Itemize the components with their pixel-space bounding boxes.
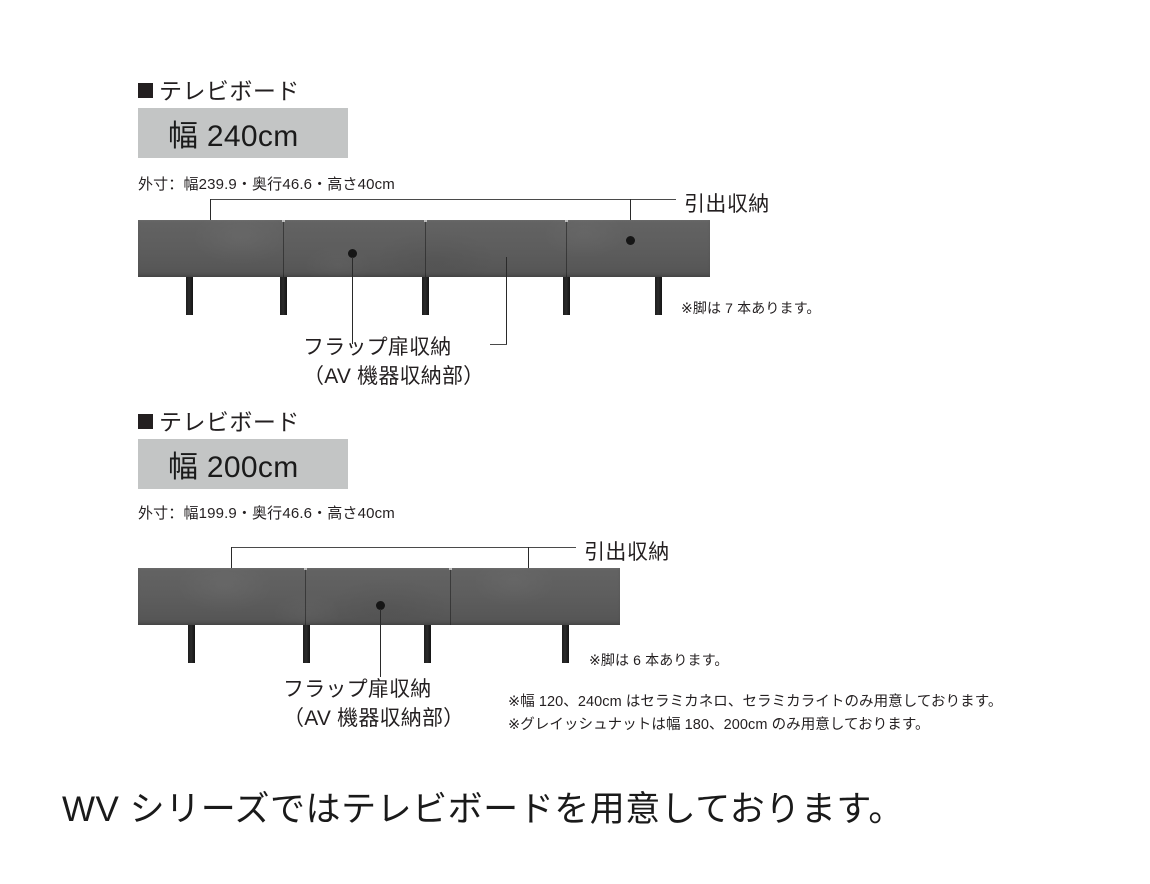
footnote-line-2: ※グレイッシュナットは幅 180、200cm のみ用意しております。 bbox=[508, 717, 930, 734]
drawer-leader-vertical-left-240 bbox=[210, 199, 211, 240]
cabinet-leg-200-1 bbox=[188, 625, 195, 663]
cabinet-divider-240-3 bbox=[566, 220, 567, 277]
drawer-leader-horizontal-200 bbox=[231, 547, 576, 548]
cabinet-leg-240-3 bbox=[422, 277, 429, 315]
cabinet-gap-mark-200-1 bbox=[304, 568, 307, 570]
flap-label-240-line2: （AV 機器収納部） bbox=[303, 364, 485, 388]
cabinet-body-200 bbox=[138, 568, 620, 625]
cabinet-leg-200-2 bbox=[303, 625, 310, 663]
cabinet-leg-240-4 bbox=[563, 277, 570, 315]
flap-label-200-line2: （AV 機器収納部） bbox=[283, 706, 465, 730]
section-heading-240-label: テレビボード bbox=[159, 78, 300, 104]
cabinet-gap-mark-240-1 bbox=[282, 220, 285, 222]
bullet-square-icon-2 bbox=[138, 413, 153, 429]
drawer-leader-vertical-right-200 bbox=[528, 547, 529, 587]
dimensions-240: 外寸：幅239.9・奥行46.6・高さ40cm bbox=[138, 176, 395, 193]
footnote-line-1: ※幅 120、240cm はセラミカネロ、セラミカライトのみ用意しております。 bbox=[508, 694, 1003, 710]
cabinet-divider-240-1 bbox=[283, 220, 284, 277]
section-heading-200: テレビボード bbox=[138, 403, 300, 437]
cabinet-leg-240-1 bbox=[186, 277, 193, 315]
cabinet-leg-200-4 bbox=[562, 625, 569, 663]
flap-label-200: フラップ扉収納 （AV 機器収納部） bbox=[283, 676, 464, 734]
cabinet-body-240 bbox=[138, 220, 710, 277]
flap-leader-vertical-200 bbox=[380, 609, 381, 677]
cabinet-leg-240-5 bbox=[655, 277, 662, 315]
width-badge-200: 幅 200cm bbox=[138, 439, 348, 489]
width-badge-240-label: 幅 240cm bbox=[168, 120, 299, 153]
flap-leader-vertical-right-240 bbox=[506, 257, 507, 344]
footnotes: ※幅 120、240cm はセラミカネロ、セラミカライトのみ用意しております。 … bbox=[508, 691, 1002, 738]
cabinet-divider-200-2 bbox=[450, 568, 451, 625]
cabinet-gap-mark-240-3 bbox=[565, 220, 568, 222]
width-badge-240: 幅 240cm bbox=[138, 108, 348, 158]
page-headline: WV シリーズではテレビボードを用意しております。 bbox=[62, 790, 904, 829]
flap-label-200-line1: フラップ扉収納 bbox=[283, 678, 432, 701]
drawer-label-240: 引出収納 bbox=[684, 193, 770, 216]
section-heading-200-label: テレビボード bbox=[159, 409, 300, 435]
width-badge-200-label: 幅 200cm bbox=[168, 451, 299, 484]
flap-callout-dot-200 bbox=[376, 601, 385, 610]
drawer-leader-vertical-right-240 bbox=[630, 199, 631, 240]
flap-callout-dot-left-240 bbox=[348, 249, 357, 258]
flap-leader-vertical-left-240 bbox=[352, 257, 353, 344]
flap-label-240-line1: フラップ扉収納 bbox=[303, 336, 452, 359]
flap-callout-dot-spare-240 bbox=[626, 236, 635, 245]
drawer-leader-vertical-left-200 bbox=[231, 547, 232, 587]
drawer-label-200: 引出収納 bbox=[584, 541, 670, 564]
flap-leader-horizontal-240 bbox=[490, 344, 507, 345]
leg-note-240: ※脚は 7 本あります。 bbox=[681, 300, 821, 316]
cabinet-divider-200-1 bbox=[305, 568, 306, 625]
cabinet-leg-200-3 bbox=[424, 625, 431, 663]
leg-note-200: ※脚は 6 本あります。 bbox=[589, 652, 729, 668]
dimensions-200: 外寸：幅199.9・奥行46.6・高さ40cm bbox=[138, 505, 395, 522]
cabinet-leg-240-2 bbox=[280, 277, 287, 315]
bullet-square-icon bbox=[138, 82, 153, 98]
flap-label-240: フラップ扉収納 （AV 機器収納部） bbox=[303, 334, 484, 392]
cabinet-divider-240-2 bbox=[425, 220, 426, 277]
drawer-leader-horizontal-240 bbox=[210, 199, 676, 200]
section-heading-240: テレビボード bbox=[138, 72, 300, 106]
cabinet-gap-mark-240-2 bbox=[424, 220, 427, 222]
cabinet-gap-mark-200-2 bbox=[449, 568, 452, 570]
